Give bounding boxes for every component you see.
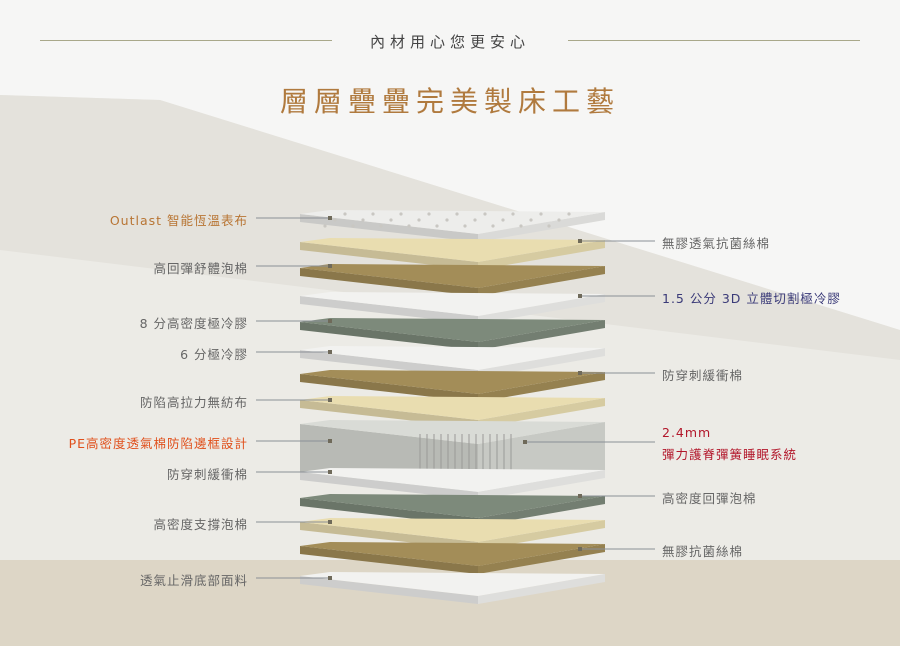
leader-dot [578,294,582,298]
layer-side [478,240,605,270]
leader-dot [578,239,582,243]
layer-slab [300,318,605,342]
perforation-dot [371,212,375,216]
layer-side [478,372,605,402]
perforation-dot [407,224,411,228]
right-label: 無膠抗菌絲棉 [662,544,744,559]
leader-dot [328,398,332,402]
perforation-dot [539,212,543,216]
layer-slab [300,572,605,596]
perforation-dot [417,218,421,222]
left-label: 高密度支撐泡棉 [153,517,248,532]
perforation-dot [557,218,561,222]
layer-slab [300,396,605,420]
leader-dot [578,371,582,375]
layer-slab [300,292,605,316]
layer-slab [300,494,605,518]
right-label: 無膠透氣抗菌絲棉 [662,236,771,251]
left-label: Outlast 智能恆溫表布 [109,213,248,228]
perforation-dot [483,212,487,216]
left-label: 高回彈舒體泡棉 [153,261,248,276]
layer-side [478,398,605,428]
layer-slab [300,468,605,492]
leader-dot [328,216,332,220]
leader-dot [578,547,582,551]
layer-side [478,470,605,500]
leader-dot [578,494,582,498]
header-subtitle: 內材用心您更安心 [369,33,530,51]
perforation-dot [529,218,533,222]
layer-side [478,574,605,604]
right-label: 彈力護脊彈簧睡眠系統 [662,447,798,462]
leader-dot [328,350,332,354]
layer-side [300,268,478,296]
layer-side [300,322,478,350]
layer-slab [300,370,605,394]
layer-side [478,348,605,378]
leader-dot [328,264,332,268]
right-label: 1.5 公分 3D 立體切割極冷膠 [662,291,841,306]
left-label: 防陷高拉力無紡布 [139,395,248,410]
perforation-dot [379,224,383,228]
layer-side [300,546,478,574]
layer-side [300,472,478,500]
right-label: 防穿刺緩衝棉 [662,368,744,383]
perforation-dot [491,224,495,228]
layer-dots [300,210,605,234]
left-label: PE高密度透氣棉防陷邊框設計 [68,436,248,451]
layer-slab [300,264,605,288]
leader-dot [328,576,332,580]
perforation-dot [501,218,505,222]
perforation-dot [361,218,365,222]
perforation-dot [455,212,459,216]
layer-slab [300,542,605,566]
perforation-dot [399,212,403,216]
leader-dot [328,439,332,443]
layer-side [478,212,605,242]
leader-dot [328,520,332,524]
layer-side [300,374,478,402]
layer-side [478,544,605,574]
left-label: 防穿刺緩衝棉 [166,467,248,482]
left-label: 6 分極冷膠 [180,347,248,362]
left-label: 8 分高密度極冷膠 [139,316,248,331]
layer-side [300,214,478,242]
header-rule-left [40,40,332,41]
leader-dot [523,440,527,444]
layer-side [300,296,478,324]
perforation-dot [473,218,477,222]
perforation-dot [333,218,337,222]
page-title: 層層疊疊完美製床工藝 [279,85,620,118]
perforation-dot [511,212,515,216]
perforation-dot [427,212,431,216]
layer-side [478,320,605,350]
layer-side [478,496,605,526]
layer-slab [300,238,605,262]
perforation-dot [323,224,327,228]
layer-side [300,242,478,270]
perforation-dot [351,224,355,228]
layer-side [478,520,605,550]
perforation-dot [445,218,449,222]
layer-side [478,294,605,324]
layer-bumps [300,346,605,370]
perforation-dot [547,224,551,228]
right-label: 2.4mm [662,425,712,440]
right-label: 高密度回彈泡棉 [662,491,757,506]
layer-spring [300,420,605,444]
perforation-dot [567,212,571,216]
leader-dot [328,470,332,474]
layer-slab [300,518,605,542]
perforation-dot [463,224,467,228]
header-rule-right [568,40,860,41]
left-label: 透氣止滑底部面料 [139,573,248,588]
layer-side [478,266,605,296]
leader-dot [328,319,332,323]
layer-side [300,576,478,604]
perforation-dot [389,218,393,222]
perforation-dot [519,224,523,228]
perforation-dot [343,212,347,216]
perforation-dot [435,224,439,228]
